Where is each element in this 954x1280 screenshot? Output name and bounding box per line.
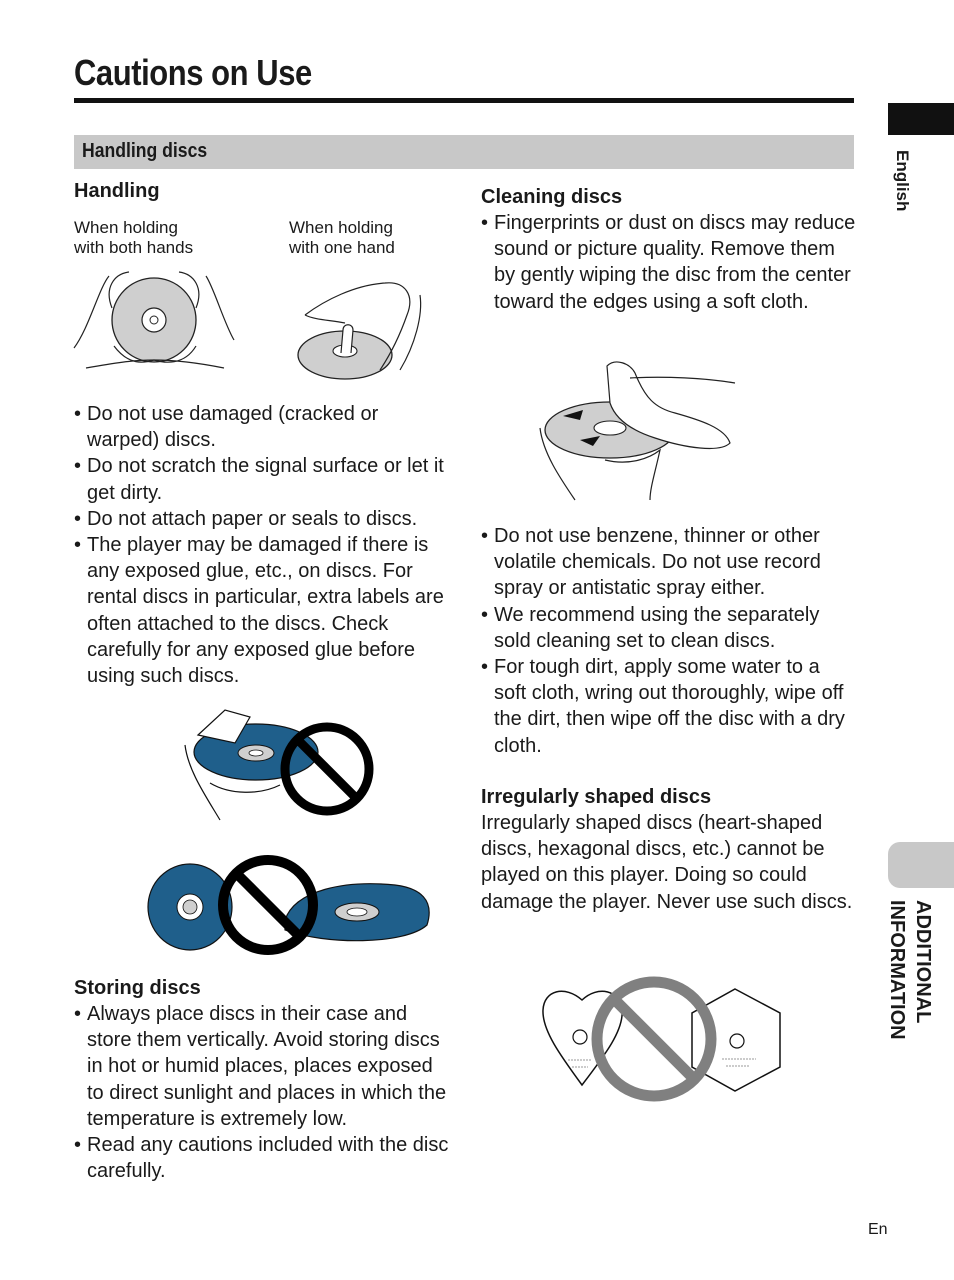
cleaning-bottom-bullet-list: Do not use benzene, thinner or other vol… <box>481 523 856 759</box>
side-section-line1: ADDITIONAL <box>912 900 934 1024</box>
warped-disc-prohibited-illustration <box>147 855 430 955</box>
one-hand-caption: When holding with one hand <box>289 218 395 258</box>
section-bar-label: Handling discs <box>82 140 208 162</box>
storing-heading: Storing discs <box>74 977 201 999</box>
side-language-label: English <box>893 150 912 212</box>
cleaning-heading: Cleaning discs <box>481 186 623 208</box>
list-item: For tough dirt, apply some water to a so… <box>481 654 856 759</box>
cleaning-disc-illustration <box>539 361 736 501</box>
one-hand-caption-line2: with one hand <box>289 238 395 257</box>
disc-with-paper-prohibited-illustration <box>184 709 374 821</box>
one-hand-disc-illustration <box>297 282 422 380</box>
side-tab-section-marker <box>888 842 954 888</box>
side-tab-language-marker <box>888 103 954 135</box>
title-rule <box>74 98 854 103</box>
both-hands-disc-illustration <box>73 271 235 369</box>
storing-bullet-list: Always place discs in their case and sto… <box>74 1001 449 1184</box>
section-bar: Handling discs <box>74 135 854 169</box>
list-item: Always place discs in their case and sto… <box>74 1001 449 1132</box>
side-section-label: ADDITIONAL INFORMATION <box>884 900 936 1040</box>
list-item: Do not use benzene, thinner or other vol… <box>481 523 856 602</box>
list-item: Do not attach paper or seals to discs. <box>74 506 449 532</box>
list-item: Fingerprints or dust on discs may reduce… <box>481 210 856 315</box>
handling-bullet-list: Do not use damaged (cracked or warped) d… <box>74 401 449 689</box>
both-hands-caption: When holding with both hands <box>74 218 193 258</box>
list-item: We recommend using the separately sold c… <box>481 602 856 654</box>
list-item: Do not scratch the signal surface or let… <box>74 453 449 505</box>
irregular-heading: Irregularly shaped discs <box>481 786 712 808</box>
handling-heading: Handling <box>74 180 160 202</box>
list-item: Do not use damaged (cracked or warped) d… <box>74 401 449 453</box>
list-item: Read any cautions included with the disc… <box>74 1132 449 1184</box>
cleaning-top-bullet-list: Fingerprints or dust on discs may reduce… <box>481 210 856 315</box>
both-hands-caption-line2: with both hands <box>74 238 194 257</box>
both-hands-caption-line1: When holding <box>74 218 178 237</box>
page-number: En <box>868 1221 888 1238</box>
irregular-paragraph: Irregularly shaped discs (heart-shaped d… <box>481 812 853 913</box>
side-section-line2: INFORMATION <box>886 900 908 1040</box>
one-hand-caption-line1: When holding <box>289 218 393 237</box>
list-item: The player may be damaged if there is an… <box>74 532 449 689</box>
page-title: Cautions on Use <box>74 52 312 93</box>
irregular-discs-prohibited-illustration <box>542 976 781 1102</box>
